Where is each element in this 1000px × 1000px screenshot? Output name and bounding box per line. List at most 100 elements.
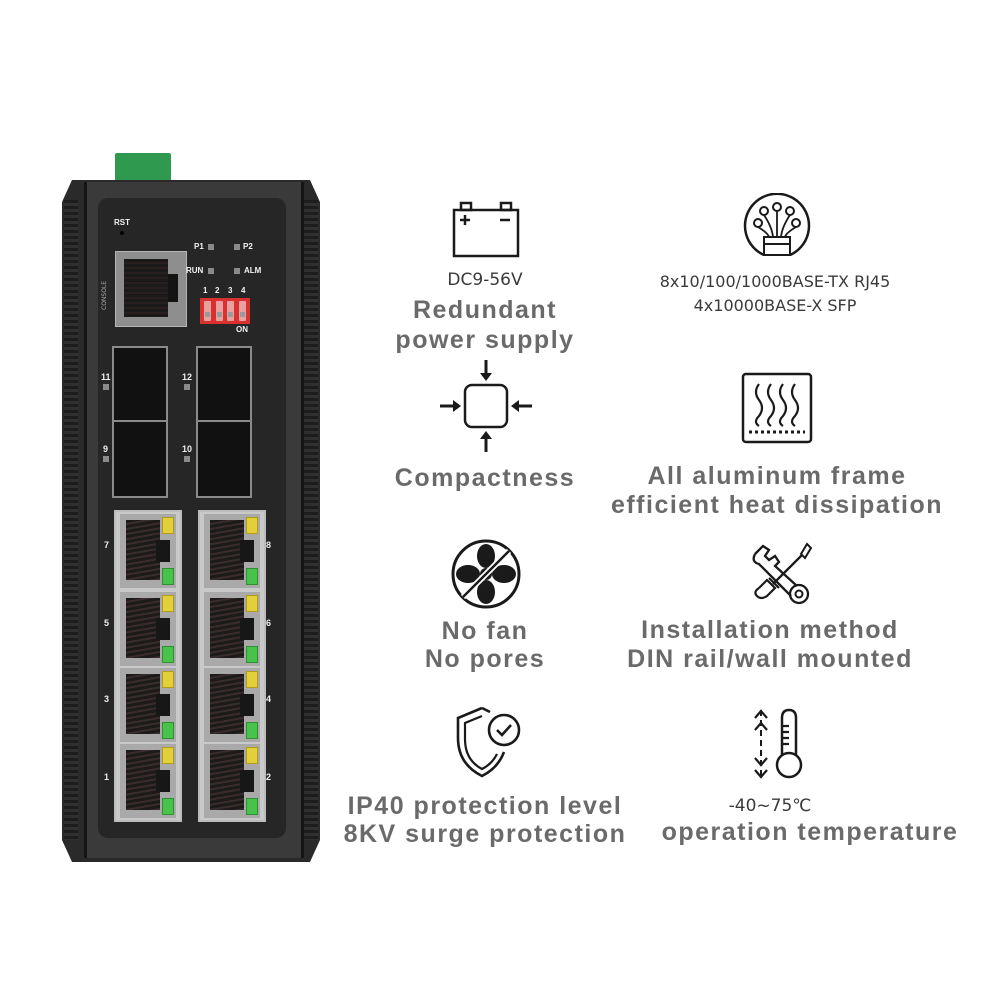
rj45-label-1: 1 [104,772,110,782]
reset-label: RST [114,218,130,227]
led-p2-indicator [234,244,240,250]
wrench-screwdriver-icon [752,542,813,605]
link-led-icon [162,595,174,612]
power-terminal-block [115,153,171,183]
rj45-block-left [114,510,182,822]
feature-no-fan-line-2: No pores [424,645,546,673]
dip-label-1: 1 [203,286,208,295]
sfp-cage-left [112,346,168,498]
compact-arrows-icon [440,360,532,452]
link-led-icon [246,671,258,688]
sfp-label-12: 12 [182,372,193,382]
sfp-divider [114,420,166,422]
dip-switch-4[interactable] [238,301,246,321]
feature-power-line-1: Redundant [412,296,558,324]
dip-label-3: 3 [228,286,233,295]
sfp-port-10[interactable] [198,422,250,494]
led-p1-indicator [208,244,214,250]
reset-button[interactable] [120,231,124,235]
dip-switch [200,298,250,324]
sfp-led-10 [184,456,190,462]
battery-icon [452,201,520,258]
feature-ports-line-1: 8x10/100/1000BASE-TX RJ45 [659,272,891,291]
thermometer-icon [754,708,803,779]
rj45-block-right [198,510,266,822]
sfp-port-11[interactable] [114,348,166,420]
dip-on-label: ON [236,325,248,334]
feature-installation-line-1: Installation method [641,616,899,644]
feature-heat-line-2: efficient heat dissipation [610,491,944,519]
feature-no-fan-line-1: No fan [441,617,529,645]
link-led-icon [246,747,258,764]
rj45-port-2[interactable] [204,744,260,818]
console-port-tab [168,274,178,302]
activity-led-icon [246,722,258,739]
led-label-p1: P1 [194,242,204,251]
feature-temperature-line-1: operation temperature [661,818,959,846]
rj45-label-7: 7 [104,540,110,550]
sfp-port-12[interactable] [198,348,250,420]
rj45-label-4: 4 [266,694,272,704]
dip-label-2: 2 [215,286,220,295]
rj45-label-8: 8 [266,540,272,550]
feature-ports-line-2: 4x10000BASE-X SFP [693,296,857,315]
led-label-alm: ALM [244,266,262,275]
sfp-port-9[interactable] [114,422,166,494]
link-led-icon [162,517,174,534]
feature-power-spec: DC9-56V [447,270,523,290]
console-port[interactable] [115,251,187,327]
activity-led-icon [162,798,174,815]
activity-led-icon [246,646,258,663]
feature-installation-line-2: DIN rail/wall mounted [627,645,913,673]
link-led-icon [246,517,258,534]
no-fan-icon [451,539,521,609]
console-port-socket [124,259,168,317]
activity-led-icon [246,568,258,585]
sfp-led-9 [103,456,109,462]
rj45-label-5: 5 [104,618,110,628]
feature-protection-line-2: 8KV surge protection [343,820,627,848]
activity-led-icon [162,646,174,663]
led-run-indicator [208,268,214,274]
link-led-icon [162,747,174,764]
rj45-port-4[interactable] [204,668,260,742]
feature-grid: DC9-56V Redundant power supply 8x10/100/… [340,0,1000,1000]
rj45-label-2: 2 [266,772,272,782]
rj45-port-1[interactable] [120,744,176,818]
feature-compactness-line-1: Compactness [394,464,576,492]
sfp-led-11 [103,384,109,390]
sfp-label-10: 10 [182,444,193,454]
rj45-port-8[interactable] [204,514,260,588]
activity-led-icon [162,722,174,739]
led-label-p2: P2 [243,242,253,251]
activity-led-icon [162,568,174,585]
console-label: CONSOLE [101,280,108,310]
feature-temperature-spec: -40~75℃ [728,796,812,816]
sfp-divider [198,420,250,422]
sfp-cage-right [196,346,252,498]
link-led-icon [246,595,258,612]
rj45-port-7[interactable] [120,514,176,588]
rj45-label-6: 6 [266,618,272,628]
heatsink-fins-right [304,200,318,840]
feature-power-line-2: power supply [395,326,575,354]
dip-switch-2[interactable] [215,301,223,321]
sfp-label-11: 11 [101,372,111,382]
rj45-label-3: 3 [104,694,110,704]
shield-check-icon [456,706,521,778]
led-alm-indicator [234,268,240,274]
dip-switch-3[interactable] [227,301,235,321]
rj45-port-6[interactable] [204,592,260,666]
dip-switch-1[interactable] [204,301,212,321]
network-ports-icon [743,193,811,257]
rj45-port-5[interactable] [120,592,176,666]
rj45-port-3[interactable] [120,668,176,742]
sfp-led-12 [184,384,190,390]
feature-heat-line-1: All aluminum frame [647,462,907,490]
activity-led-icon [246,798,258,815]
led-label-run: RUN [186,266,204,275]
sfp-label-9: 9 [103,444,109,454]
dip-label-4: 4 [241,286,246,295]
heatsink-fins-left [64,200,78,840]
link-led-icon [162,671,174,688]
